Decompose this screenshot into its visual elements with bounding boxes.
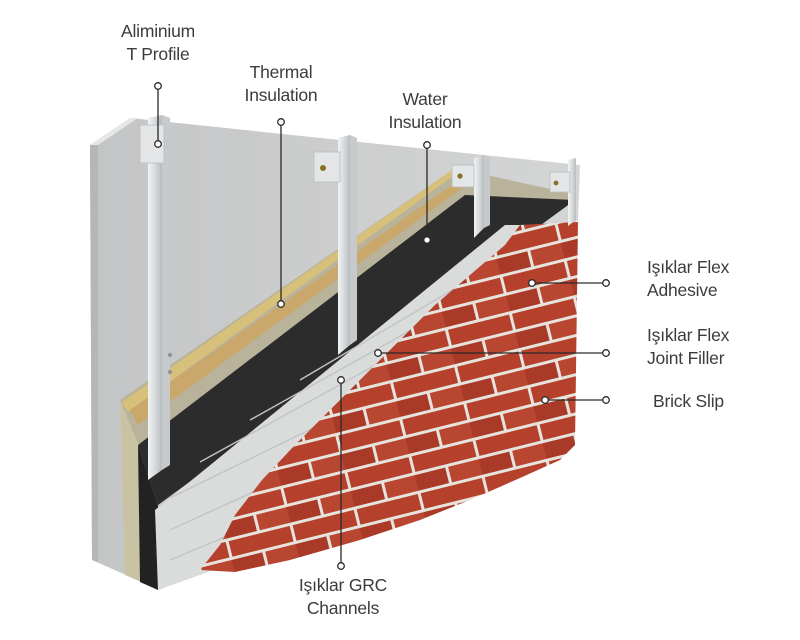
label-water-insulation: Water Insulation <box>389 88 462 134</box>
label-aluminium-t-profile-line1: Aliminium <box>120 21 196 41</box>
label-grc-channels-line2: Channels <box>306 598 380 618</box>
label-flex-adhesive-line2: Adhesive <box>647 280 718 300</box>
label-flex-joint-filler-line2: Joint Filler <box>647 348 725 368</box>
leader-brick-slip <box>541 396 610 404</box>
label-aluminium-t-profile-line2: T Profile <box>126 44 190 64</box>
leader-thermal-insulation <box>277 118 285 308</box>
label-brick-slip: Brick Slip <box>653 390 724 413</box>
label-aluminium-t-profile: Aliminium T Profile <box>121 20 195 66</box>
label-grc-channels-line1: Işıklar GRC <box>298 575 388 595</box>
label-thermal-insulation-line1: Thermal <box>249 62 313 82</box>
aluminium-t-profiles <box>139 115 576 480</box>
t-profile-1 <box>139 115 173 480</box>
label-flex-adhesive: Işıklar Flex Adhesive <box>647 256 729 302</box>
leader-flex-joint-filler <box>374 349 610 357</box>
leader-water-insulation <box>423 141 431 244</box>
brick-slip-facade <box>200 222 578 572</box>
t-profile-3 <box>451 155 490 238</box>
leader-flex-adhesive <box>528 279 610 287</box>
label-flex-adhesive-line1: Işıklar Flex <box>647 257 730 277</box>
label-flex-joint-filler-line1: Işıklar Flex <box>647 325 730 345</box>
leader-aluminium-t-profile <box>154 82 162 148</box>
label-water-insulation-line1: Water <box>402 89 448 109</box>
label-water-insulation-line2: Insulation <box>388 112 462 132</box>
label-brick-slip-line1: Brick Slip <box>653 391 724 411</box>
label-thermal-insulation-line2: Insulation <box>244 85 318 105</box>
label-grc-channels: Işıklar GRC Channels <box>299 574 387 620</box>
label-flex-joint-filler: Işıklar Flex Joint Filler <box>647 324 729 370</box>
label-thermal-insulation: Thermal Insulation <box>245 61 318 107</box>
t-profile-2 <box>313 135 357 355</box>
t-profile-4 <box>549 158 576 226</box>
leader-grc-channels <box>337 376 345 570</box>
